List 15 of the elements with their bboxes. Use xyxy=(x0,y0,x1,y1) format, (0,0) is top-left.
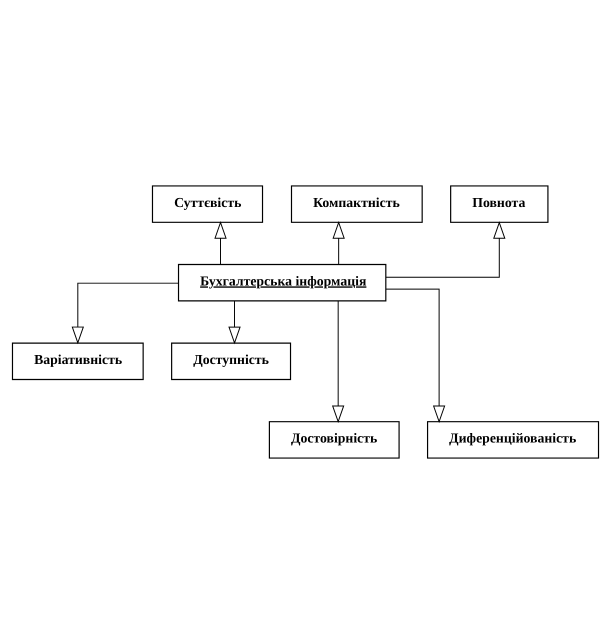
node-box: Диференційованість xyxy=(426,421,600,459)
arrow xyxy=(332,221,345,265)
node-box: Бухгалтерська інформація xyxy=(178,264,386,302)
node-box: Достовірність xyxy=(268,421,400,459)
node-box: Компактність xyxy=(290,185,423,223)
node-box: Повнота xyxy=(450,185,548,223)
arrow xyxy=(332,300,344,424)
node-box: Варіативність xyxy=(12,342,144,380)
node-box: Доступність xyxy=(171,342,292,380)
node-box: Суттєвість xyxy=(152,185,264,223)
arrow xyxy=(228,300,241,344)
arrow xyxy=(72,282,179,344)
arrow xyxy=(386,288,446,424)
arrow xyxy=(214,221,227,265)
arrow xyxy=(385,221,506,278)
